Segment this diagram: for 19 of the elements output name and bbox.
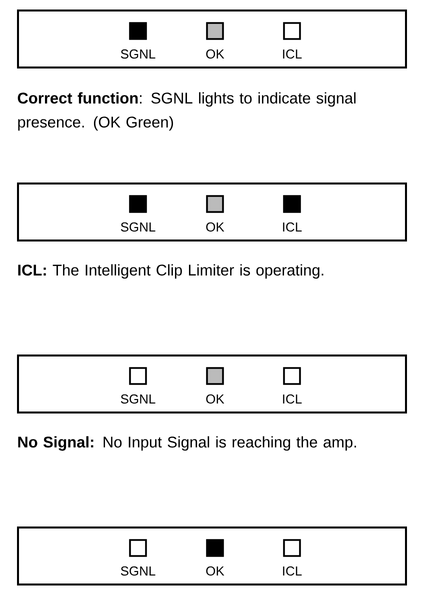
led-label: SGNL bbox=[120, 394, 156, 404]
led-label: OK bbox=[206, 566, 224, 576]
led-label: ICL bbox=[283, 49, 302, 59]
led-label: OK bbox=[206, 394, 224, 404]
led-label: ICL bbox=[283, 394, 302, 404]
led-label: SGNL bbox=[120, 49, 156, 59]
led-label: OK bbox=[206, 222, 224, 232]
indicator-panel bbox=[17, 526, 407, 586]
indicator-panel bbox=[17, 182, 407, 242]
description-text: ICL: The Intelligent Clip Limiter is operating. bbox=[18, 264, 324, 279]
indicator-panel bbox=[17, 354, 407, 414]
indicator-panel bbox=[17, 10, 407, 68]
led-label: ICL bbox=[283, 566, 302, 576]
led-label: OK bbox=[206, 49, 224, 59]
led-label: SGNL bbox=[120, 222, 156, 232]
description-text: No Signal: No Input Signal is reaching the amp. bbox=[18, 436, 356, 451]
description-text: Correct function: SGNL lights to indicate signal presence. (OK Green) bbox=[18, 92, 356, 131]
led-label: SGNL bbox=[120, 566, 156, 576]
led-label: ICL bbox=[283, 222, 302, 232]
